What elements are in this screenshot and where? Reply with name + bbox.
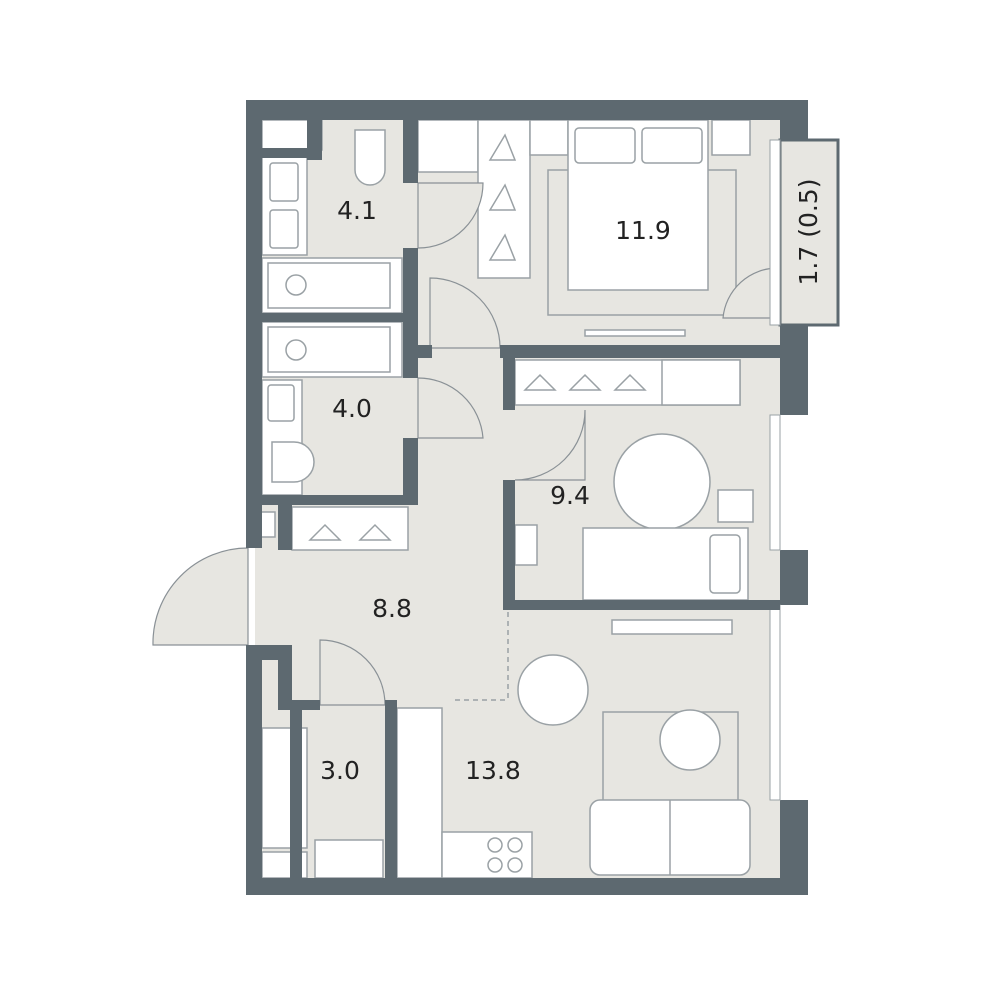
doors	[152, 182, 779, 706]
room-area-balcony: 1.7 (0.5)	[794, 179, 823, 286]
kitchen-counter	[396, 707, 443, 879]
walls	[246, 100, 808, 895]
room-area-bedroom-2: 9.4	[550, 481, 590, 510]
room-area-hallway: 8.8	[372, 594, 412, 623]
bathroom-1-fixtures	[261, 119, 403, 314]
room-area-bathroom-2: 4.0	[332, 394, 372, 423]
toilet-icon	[354, 129, 386, 186]
bedroom-2-furniture	[514, 359, 754, 601]
tv	[611, 619, 733, 635]
room-area-bathroom-1: 4.1	[337, 196, 377, 225]
wardrobe	[291, 506, 409, 551]
dining-table	[517, 654, 589, 726]
wardrobe	[477, 119, 531, 279]
room-area-kitchen-living: 13.8	[465, 756, 521, 785]
hanger-icon	[488, 133, 517, 261]
bedroom-1-furniture	[417, 119, 751, 337]
hanger-icon	[308, 523, 392, 541]
room-area-storage: 3.0	[320, 756, 360, 785]
balcony	[778, 138, 840, 327]
washing-machine	[314, 839, 384, 879]
kitchen-living-furniture	[396, 612, 751, 879]
toilet-icon	[271, 441, 315, 483]
hanger-icon	[523, 373, 647, 391]
room-area-bedroom-1: 11.9	[615, 216, 671, 245]
